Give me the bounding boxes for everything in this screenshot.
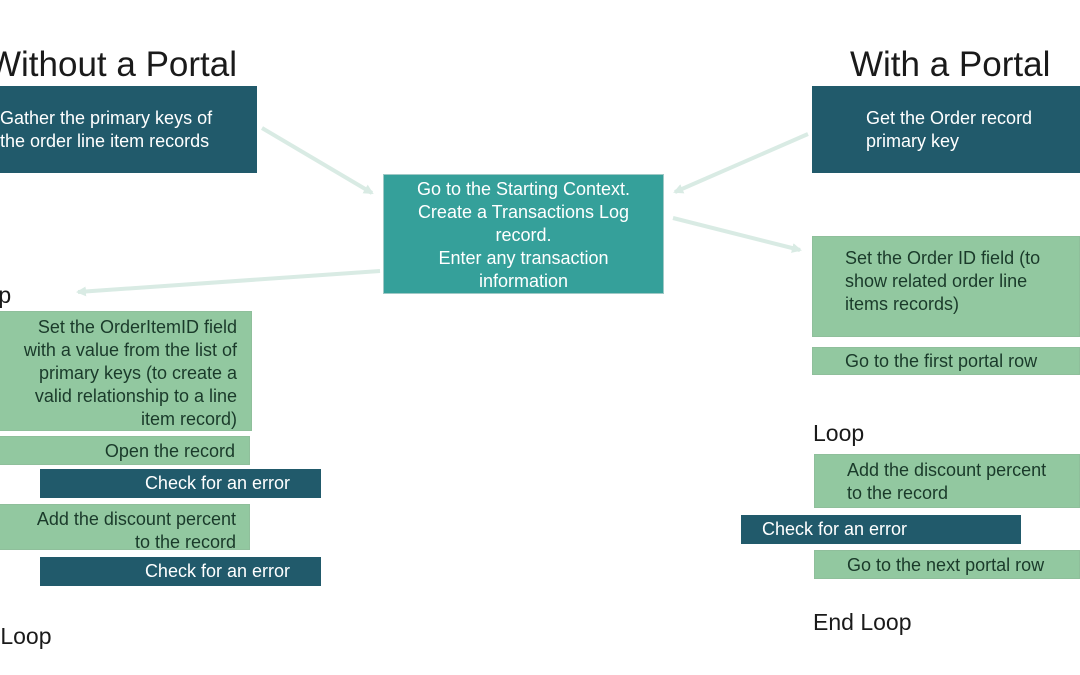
check-error-box-2: Check for an error <box>40 557 321 586</box>
left-end-loop-label: End Loop <box>0 623 52 649</box>
check-error-box-1: Check for an error <box>40 469 321 498</box>
get-order-key-box: Get the Order record primary key <box>812 86 1080 173</box>
open-record-box: Open the record <box>0 436 250 465</box>
arrow-context-to-loop <box>76 269 381 297</box>
add-discount-box-left: Add the discount percent to the record <box>0 504 250 552</box>
set-order-id-box: Set the Order ID field (to show related … <box>812 236 1080 337</box>
arrow-context-to-set-order-id <box>672 216 802 253</box>
next-portal-row-box: Go to the next portal row <box>814 550 1080 579</box>
starting-context-box: Go to the Starting Context. Create a Tra… <box>383 174 664 294</box>
without-portal-heading: Without a Portal <box>0 45 237 84</box>
add-discount-box-right: Add the discount percent to the record <box>814 454 1080 508</box>
arrow-gather-to-context <box>260 126 374 195</box>
arrow-getkey-to-context <box>673 132 809 194</box>
first-portal-row-box: Go to the first portal row <box>812 347 1080 375</box>
check-error-box-right: Check for an error <box>741 515 1021 544</box>
right-loop-label: Loop <box>813 420 865 446</box>
with-portal-heading: With a Portal <box>850 45 1051 84</box>
left-loop-label: Loop <box>0 282 12 308</box>
right-end-loop-label: End Loop <box>813 609 912 635</box>
gather-keys-box: Gather the primary keys of the order lin… <box>0 86 257 173</box>
set-orderitemid-box: Set the OrderItemID field with a value f… <box>0 311 252 431</box>
